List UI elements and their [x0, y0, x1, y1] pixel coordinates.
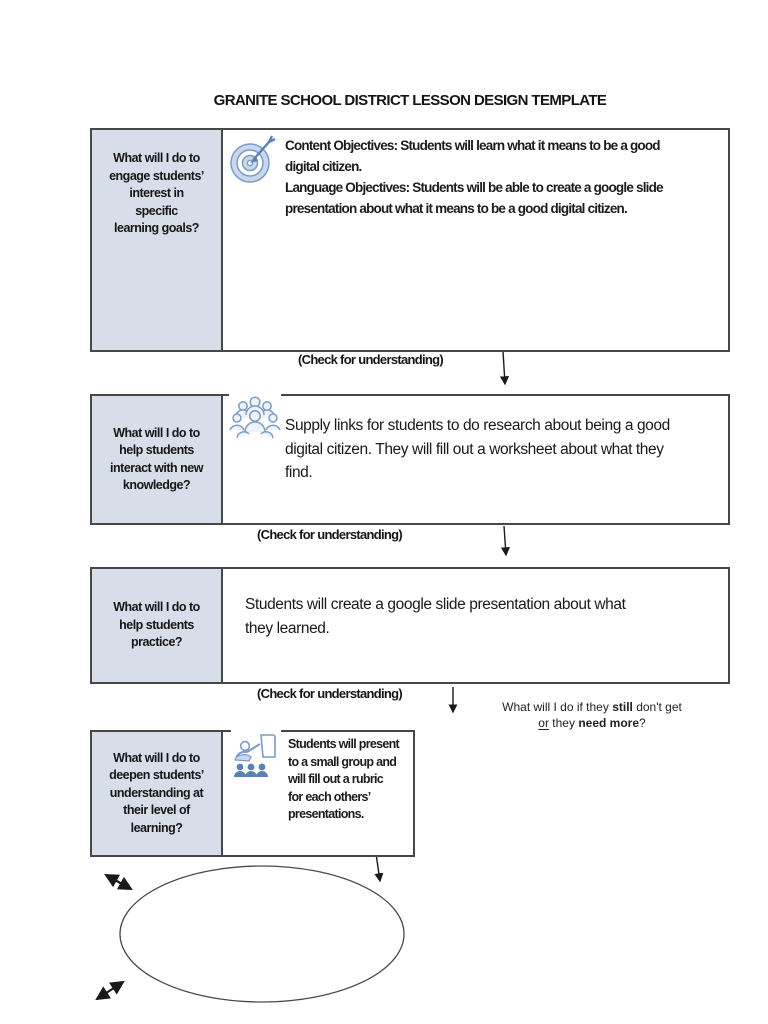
- blank-ellipse: [119, 865, 405, 1003]
- check-for-understanding-label: (Check for understanding): [257, 686, 403, 701]
- engage-question: What will I do to engage students’ inter…: [92, 130, 223, 350]
- presenter-with-audience-icon: [231, 729, 281, 783]
- remediation-note: What will I do if they still don't get o…: [480, 700, 704, 731]
- target-icon: [228, 130, 278, 186]
- check-for-understanding-label: (Check for understanding): [298, 352, 444, 367]
- group-of-people-icon: [229, 392, 281, 448]
- double-arrow-bottom-left: [95, 980, 125, 1001]
- arrow-check2-down: [500, 525, 511, 557]
- section-practice-box: What will I do to help students practice…: [90, 567, 730, 684]
- double-arrow-top-left: [104, 873, 133, 891]
- interact-content: Supply links for students to do research…: [285, 417, 670, 481]
- page-title: GRANITE SCHOOL DISTRICT LESSON DESIGN TE…: [213, 92, 607, 109]
- practice-content: Students will create a google slide pres…: [245, 596, 626, 637]
- interact-question: What will I do to help students interact…: [92, 396, 223, 523]
- remediation-note-line2: or they need more?: [538, 715, 646, 730]
- section-engage-box: What will I do to engage students’ inter…: [90, 128, 730, 352]
- deepen-content: Students will present to a small group a…: [288, 737, 400, 821]
- section-interact-box: What will I do to help students interact…: [90, 394, 730, 525]
- check-for-understanding-label: (Check for understanding): [257, 527, 403, 542]
- deepen-question: What will I do to deepen students’ under…: [92, 732, 223, 855]
- practice-question: What will I do to help students practice…: [92, 569, 223, 682]
- engage-content: Content Objectives: Students will learn …: [285, 138, 664, 216]
- arrow-check1-down: [499, 350, 510, 386]
- remediation-note-line1: What will I do if they still don't get: [502, 700, 682, 714]
